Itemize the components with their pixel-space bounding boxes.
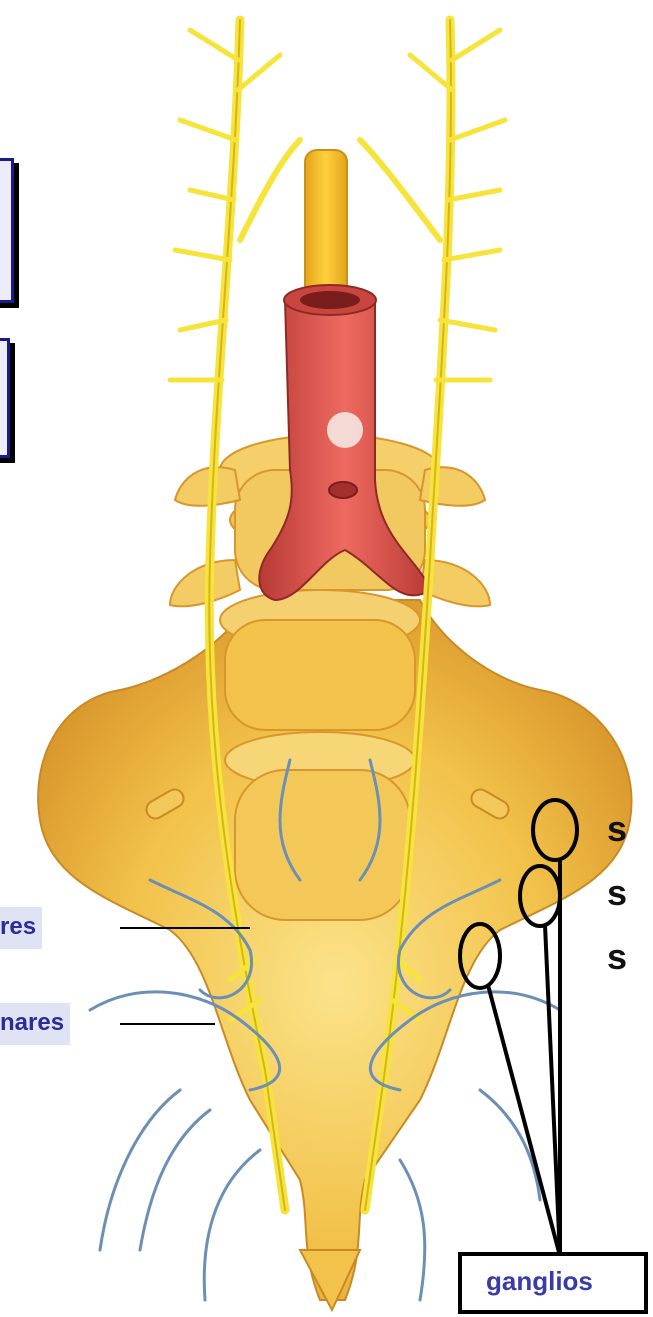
cropped-panel-1 (0, 158, 14, 303)
ganglios-label: ganglios (486, 1266, 593, 1297)
right-text-s2: s (607, 872, 627, 914)
right-text-s1: s (607, 808, 627, 850)
right-text-s3: s (607, 936, 627, 978)
label-nares: nares (0, 1003, 70, 1045)
cropped-panel-2 (0, 338, 10, 458)
ganglios-label-box: ganglios (458, 1252, 648, 1314)
label-res: res (0, 907, 42, 949)
